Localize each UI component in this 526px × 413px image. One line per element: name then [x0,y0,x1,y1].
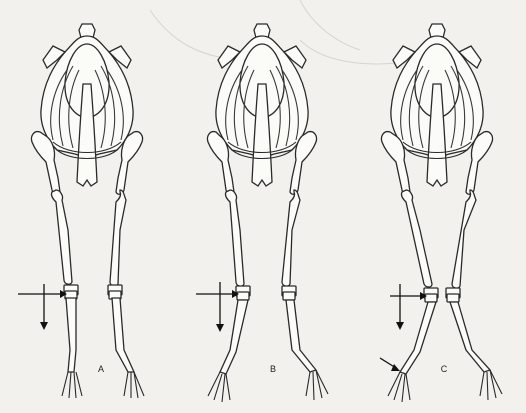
panel-a-skeleton [18,24,144,398]
panel-c-skeleton [380,24,502,402]
panel-b-skeleton [196,24,328,402]
panel-label-a: A [91,364,111,374]
panel-label-c: C [434,364,454,374]
panel-label-b: B [263,364,283,374]
